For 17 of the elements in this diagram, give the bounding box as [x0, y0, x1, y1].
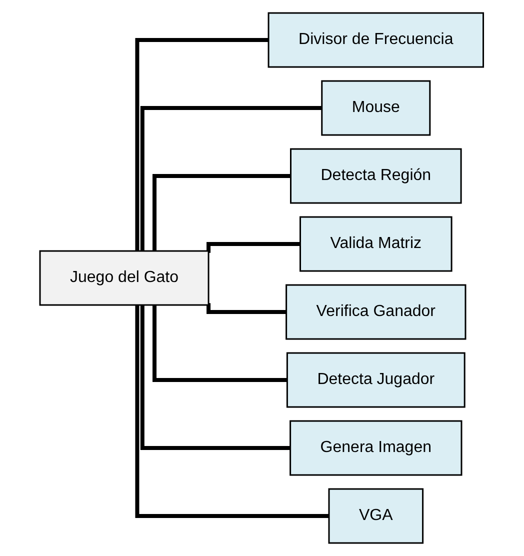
node-box: Verifica Ganador	[286, 284, 467, 340]
node-box: VGA	[328, 488, 424, 544]
node-box: Detecta Jugador	[286, 352, 466, 408]
node-box: Genera Imagen	[290, 420, 463, 476]
connector	[140, 305, 291, 450]
node-box: Mouse	[322, 80, 432, 136]
connector	[152, 305, 288, 382]
node-box: Juego del Gato	[40, 250, 210, 306]
connector	[136, 38, 269, 251]
node-box: Detecta Región	[290, 148, 462, 204]
node-box: Valida Matriz	[300, 216, 453, 272]
connector	[136, 305, 330, 518]
node-box: Divisor de Frecuencia	[268, 12, 484, 68]
connector	[140, 106, 322, 251]
connector	[152, 174, 292, 251]
connector	[206, 303, 287, 314]
connector	[206, 242, 301, 253]
